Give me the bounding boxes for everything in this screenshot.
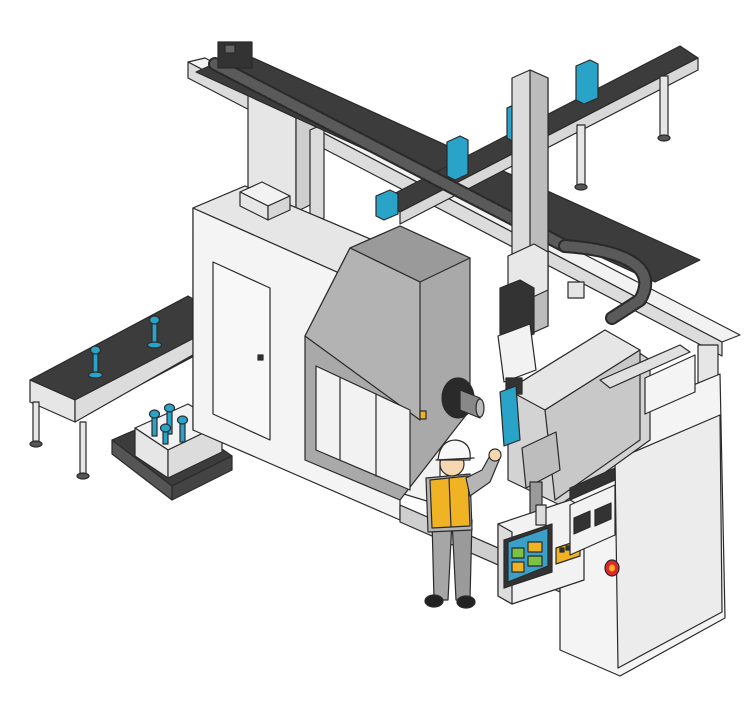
spindle-hood (304, 225, 471, 501)
gripped-part (499, 385, 521, 447)
cabinet-details (569, 467, 620, 577)
cable-chain (208, 57, 653, 325)
spindle-chuck (441, 377, 485, 419)
worker-icon (424, 439, 502, 609)
gantry-arm (497, 69, 585, 447)
rail-motor-icon (217, 41, 253, 69)
left-conveyor (29, 295, 199, 480)
parts-top-conveyor (375, 59, 599, 221)
door-handle-icon (257, 354, 264, 361)
touch-panel-icon[interactable] (503, 523, 553, 589)
emergency-stop-icon[interactable] (604, 559, 620, 577)
tool-turret (507, 329, 696, 528)
